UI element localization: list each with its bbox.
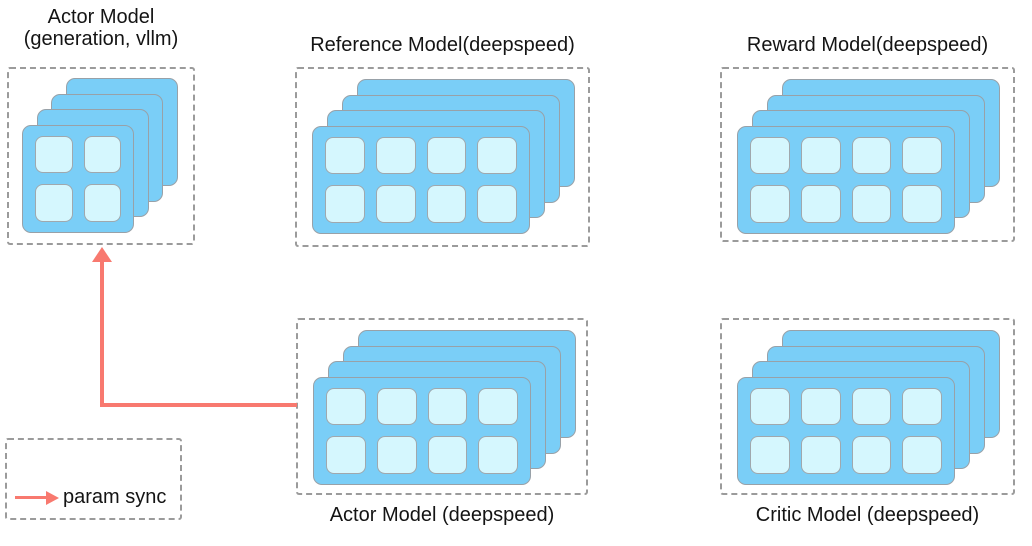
gpu-cell <box>326 436 366 474</box>
gpu-cell <box>477 185 517 223</box>
gpu-card <box>313 376 531 485</box>
gpu-stack <box>737 79 1000 234</box>
model-label-line: Actor Model (deepspeed) <box>329 504 555 526</box>
gpu-card <box>312 125 530 234</box>
model-label-reward: Reward Model(deepspeed) <box>720 34 1015 56</box>
reward-model-box <box>720 67 1015 242</box>
gpu-cell <box>35 184 73 222</box>
gpu-cell <box>376 436 417 474</box>
gpu-cell <box>902 387 942 425</box>
gpu-cell <box>375 185 416 223</box>
gpu-stack <box>22 78 178 233</box>
gpu-cell <box>325 185 365 223</box>
gpu-cell <box>800 387 841 425</box>
gpu-cell <box>902 185 942 223</box>
gpu-cell <box>478 436 518 474</box>
gpu-cell <box>376 387 417 425</box>
model-label-reference: Reference Model(deepspeed) <box>295 34 590 56</box>
gpu-cell <box>83 135 121 173</box>
gpu-cell <box>902 136 942 174</box>
legend-arrow-line-icon <box>15 496 46 499</box>
gpu-stack <box>737 330 1000 485</box>
gpu-cell <box>35 135 73 173</box>
model-label-line: Actor Model <box>47 6 155 28</box>
param-sync-arrowhead-icon <box>92 247 112 262</box>
param-sync-arrow-horizontal <box>100 403 297 407</box>
reference-model-box <box>295 67 590 247</box>
gpu-cell <box>427 387 468 425</box>
model-label-line: Reference Model(deepspeed) <box>310 34 575 56</box>
model-label-critic: Critic Model (deepspeed) <box>720 504 1015 526</box>
gpu-cell <box>325 136 365 174</box>
gpu-cell <box>851 185 892 223</box>
gpu-card <box>737 376 955 485</box>
gpu-cell <box>851 436 892 474</box>
gpu-cell <box>375 136 416 174</box>
gpu-cell <box>83 184 121 222</box>
gpu-cell <box>800 185 841 223</box>
gpu-cell <box>750 436 790 474</box>
gpu-cell <box>427 436 468 474</box>
actor-vllm-box <box>7 67 195 245</box>
param-sync-arrow-vertical <box>100 259 104 407</box>
legend-label: param sync <box>63 486 167 508</box>
gpu-cell <box>851 136 892 174</box>
legend-arrow-head-icon <box>46 490 59 505</box>
gpu-stack <box>313 330 576 485</box>
gpu-stack <box>312 79 575 234</box>
gpu-cell <box>750 185 790 223</box>
model-label-actor-vllm: Actor Model (generation, vllm) <box>7 6 195 50</box>
gpu-cell <box>750 387 790 425</box>
model-label-line: Reward Model(deepspeed) <box>746 34 989 56</box>
gpu-cell <box>477 136 517 174</box>
gpu-cell <box>426 185 467 223</box>
critic-model-box <box>720 318 1015 495</box>
legend-box: param sync <box>5 438 182 520</box>
model-label-line: (generation, vllm) <box>23 28 179 50</box>
model-label-actor-deepspeed: Actor Model (deepspeed) <box>296 504 588 526</box>
gpu-cell <box>851 387 892 425</box>
gpu-cell <box>800 136 841 174</box>
model-label-line: Critic Model (deepspeed) <box>755 504 980 526</box>
gpu-card <box>737 125 955 234</box>
gpu-cell <box>326 387 366 425</box>
gpu-cell <box>750 136 790 174</box>
actor-deepspeed-box <box>296 318 588 495</box>
gpu-card <box>22 124 134 233</box>
gpu-cell <box>478 387 518 425</box>
gpu-cell <box>800 436 841 474</box>
gpu-cell <box>902 436 942 474</box>
gpu-cell <box>426 136 467 174</box>
